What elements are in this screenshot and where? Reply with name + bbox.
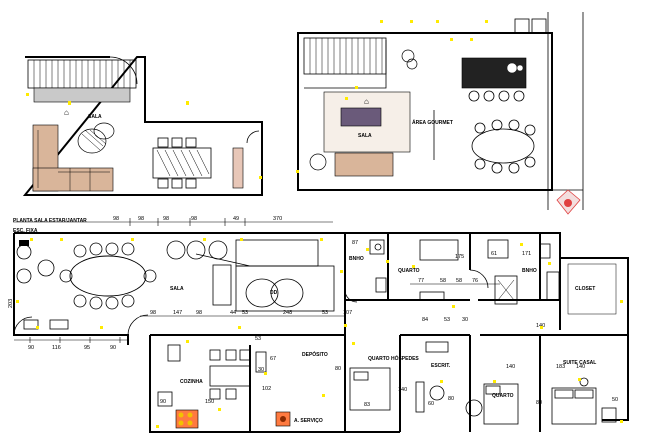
dim-mid-2: 147 — [173, 310, 182, 316]
logo-mark — [556, 189, 581, 215]
dim-top-1: 98 — [113, 216, 119, 222]
top-right-island — [461, 57, 527, 102]
label-quarto-bottom: QUARTO — [492, 393, 514, 399]
top-left-stair — [27, 59, 137, 103]
top-left-door-swing — [109, 56, 138, 85]
quarto-bottom: QUARTO 140 80 — [465, 364, 542, 425]
dim-coz-1: 67 — [270, 356, 276, 362]
label-area-servico: A. SERVIÇO — [294, 418, 323, 424]
dim-misc-1: 53 — [255, 336, 261, 342]
dim-qh-2: 83 — [364, 402, 370, 408]
top-left-sideboard — [232, 147, 244, 189]
label-closet: CLOSET — [575, 286, 595, 292]
dim-bl-4: 90 — [110, 345, 116, 351]
label-quarto-top: QUARTO — [398, 268, 420, 274]
label-sala-topleft: SALA — [88, 114, 102, 120]
label-banho-1: BNHO — [349, 256, 364, 262]
bath-1: 87 BNHO — [349, 239, 387, 293]
dim-qb-1: 140 — [506, 364, 515, 370]
label-area-gourmet: ÁREA GOURMET — [412, 119, 453, 126]
label-deposito: DEPÓSITO — [302, 350, 328, 358]
top-left-door-right — [246, 130, 260, 144]
top-right-plan: SALA ÁREA GOURMET ⌂ — [296, 12, 584, 215]
dim-mid-7: 53 — [322, 310, 328, 316]
bottom-left-dim-line — [14, 337, 128, 343]
top-left-walls — [22, 56, 263, 196]
escritorio: ESCRIT. 60 80 — [415, 341, 454, 413]
dim-top-5: 49 — [233, 216, 239, 222]
dim-mid-1: 98 — [150, 310, 156, 316]
electrical-markers — [16, 238, 623, 428]
label-suite-casal: SUITE CASAL — [563, 360, 596, 366]
north-arrow-2: ⌂ — [364, 97, 369, 106]
dim-qi-3: 30 — [462, 317, 468, 323]
cozinha: COZINHA 67 30 102 150 90 — [157, 344, 276, 429]
dim-coz-5: 90 — [160, 399, 166, 405]
dim-mid-8: 107 — [343, 310, 352, 316]
dim-qi-1: 84 — [422, 317, 428, 323]
dim-rt-3: 171 — [522, 251, 531, 257]
svg-text:DD: DD — [270, 290, 278, 296]
dim-left-1: 203 — [8, 299, 14, 308]
dim-bath-top: 87 — [352, 240, 358, 246]
top-left-plan: SALA ⌂ — [22, 56, 263, 196]
dim-mid-3: 98 — [196, 310, 202, 316]
quarto-hospedes: QUARTO HÓSPEDES 140 83 — [349, 354, 419, 411]
dim-suite-2: 140 — [576, 364, 585, 370]
dim-mid-5: 53 — [242, 310, 248, 316]
label-sala-topright: SALA — [358, 133, 372, 139]
suite-casal: SUITE CASAL 183 140 50 — [551, 360, 618, 425]
dim-suite-1: 183 — [556, 364, 565, 370]
top-right-rug-sofa — [309, 49, 418, 177]
drawing-title: PLANTA SALA ESTAR/JANTAR — [13, 218, 87, 224]
dim-bl-2: 116 — [52, 345, 61, 351]
label-escritorio: ESCRIT. — [431, 363, 451, 369]
top-right-fridge — [514, 18, 530, 34]
dim-top-2: 98 — [138, 216, 144, 222]
dim-esc-1: 60 — [428, 401, 434, 407]
top-right-outer-lines — [547, 12, 584, 210]
quarto-top: QUARTO 77 58 58 76 84 53 30 175 — [398, 239, 500, 323]
dim-q-1: 77 — [418, 278, 424, 284]
dim-rt-2: 61 — [491, 251, 497, 257]
top-left-dining-table — [152, 137, 212, 189]
top-left-sofa — [32, 124, 114, 192]
bath-2-closet: 61 171 BNHO CLOSET 140 — [487, 239, 617, 329]
dim-qb-2: 80 — [536, 400, 542, 406]
dim-top-3: 98 — [163, 216, 169, 222]
dim-coz-4: 150 — [205, 399, 214, 405]
label-sala-main: SALA — [170, 286, 184, 292]
dim-qi-2: 53 — [444, 317, 450, 323]
label-cozinha: COZINHA — [180, 379, 203, 385]
dim-rt-1: 175 — [455, 254, 464, 260]
dim-bl-3: 95 — [84, 345, 90, 351]
main-plan-walls — [13, 232, 629, 433]
top-right-oval-table — [471, 119, 536, 174]
dim-top-6: 370 — [273, 216, 282, 222]
dim-suite-3: 50 — [612, 397, 618, 403]
top-left-coffee-tables — [77, 122, 115, 154]
dim-esc-2: 80 — [448, 396, 454, 402]
dim-mid-4: 44 — [230, 310, 236, 316]
dim-bl-1: 90 — [28, 345, 34, 351]
top-dim-line — [13, 218, 333, 226]
label-quarto-hospedes: QUARTO HÓSPEDES — [368, 354, 419, 362]
north-arrow-1: ⌂ — [64, 108, 69, 117]
dim-mid-6: 248 — [283, 310, 292, 316]
dim-coz-3: 102 — [262, 386, 271, 392]
svg-text:ESC. FIXA: ESC. FIXA — [13, 228, 38, 234]
dim-coz-2: 30 — [258, 367, 264, 373]
dim-misc-2: 80 — [335, 366, 341, 372]
label-banho-2: BNHO — [522, 268, 537, 274]
dim-top-4: 98 — [191, 216, 197, 222]
dim-q-4: 76 — [472, 278, 478, 284]
dim-qh-1: 140 — [398, 387, 407, 393]
top-right-stair — [303, 37, 387, 89]
deposito-servico: DEPÓSITO A. SERVIÇO — [255, 350, 328, 427]
dim-q-3: 58 — [456, 278, 462, 284]
main-sala-furniture: DD — [16, 239, 335, 330]
dim-q-2: 58 — [440, 278, 446, 284]
